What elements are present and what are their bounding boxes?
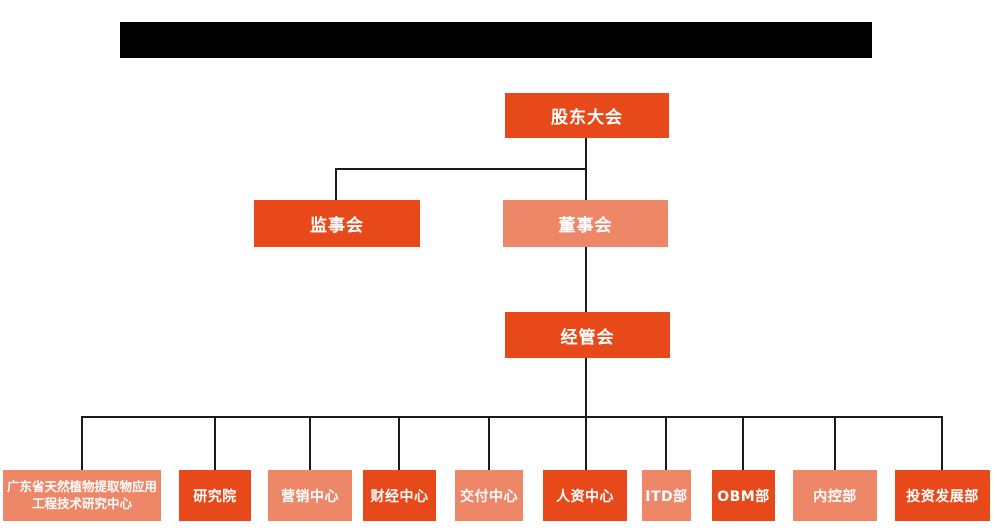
connector-drop-8 <box>742 416 744 470</box>
org-node-supervisory-board[interactable]: 监事会 <box>254 200 420 247</box>
connector-supervisory-drop <box>335 168 337 200</box>
org-node-hr-center[interactable]: 人资中心 <box>543 470 627 521</box>
connector-drop-4 <box>398 416 400 470</box>
connector-directors-to-management <box>585 247 587 312</box>
org-node-itd-dept[interactable]: ITD部 <box>642 470 691 521</box>
connector-management-stem <box>585 358 587 417</box>
org-node-research-institute[interactable]: 研究院 <box>179 470 251 521</box>
org-node-investment-dev-dept[interactable]: 投资发展部 <box>895 470 990 521</box>
org-node-gd-research-center[interactable]: 广东省天然植物提取物应用工程技术研究中心 <box>3 470 161 521</box>
org-node-internal-control-dept[interactable]: 内控部 <box>793 470 877 521</box>
org-node-obm-dept[interactable]: OBM部 <box>712 470 775 521</box>
org-node-marketing-center[interactable]: 营销中心 <box>268 470 352 521</box>
connector-level2-horizontal <box>335 168 587 170</box>
org-node-delivery-center[interactable]: 交付中心 <box>455 470 523 521</box>
connector-drop-10 <box>941 416 943 470</box>
connector-departments-bus <box>81 416 943 418</box>
org-node-board-of-directors[interactable]: 董事会 <box>503 200 668 247</box>
org-node-shareholders-meeting[interactable]: 股东大会 <box>505 93 669 138</box>
connector-drop-2 <box>214 416 216 470</box>
connector-drop-6 <box>585 416 587 470</box>
connector-drop-9 <box>834 416 836 470</box>
connector-drop-1 <box>81 416 83 470</box>
connector-drop-5 <box>488 416 490 470</box>
redacted-title-bar <box>120 22 872 58</box>
org-node-finance-center[interactable]: 财经中心 <box>363 470 436 521</box>
connector-drop-3 <box>309 416 311 470</box>
org-node-management-committee[interactable]: 经管会 <box>505 312 670 358</box>
connector-drop-7 <box>665 416 667 470</box>
